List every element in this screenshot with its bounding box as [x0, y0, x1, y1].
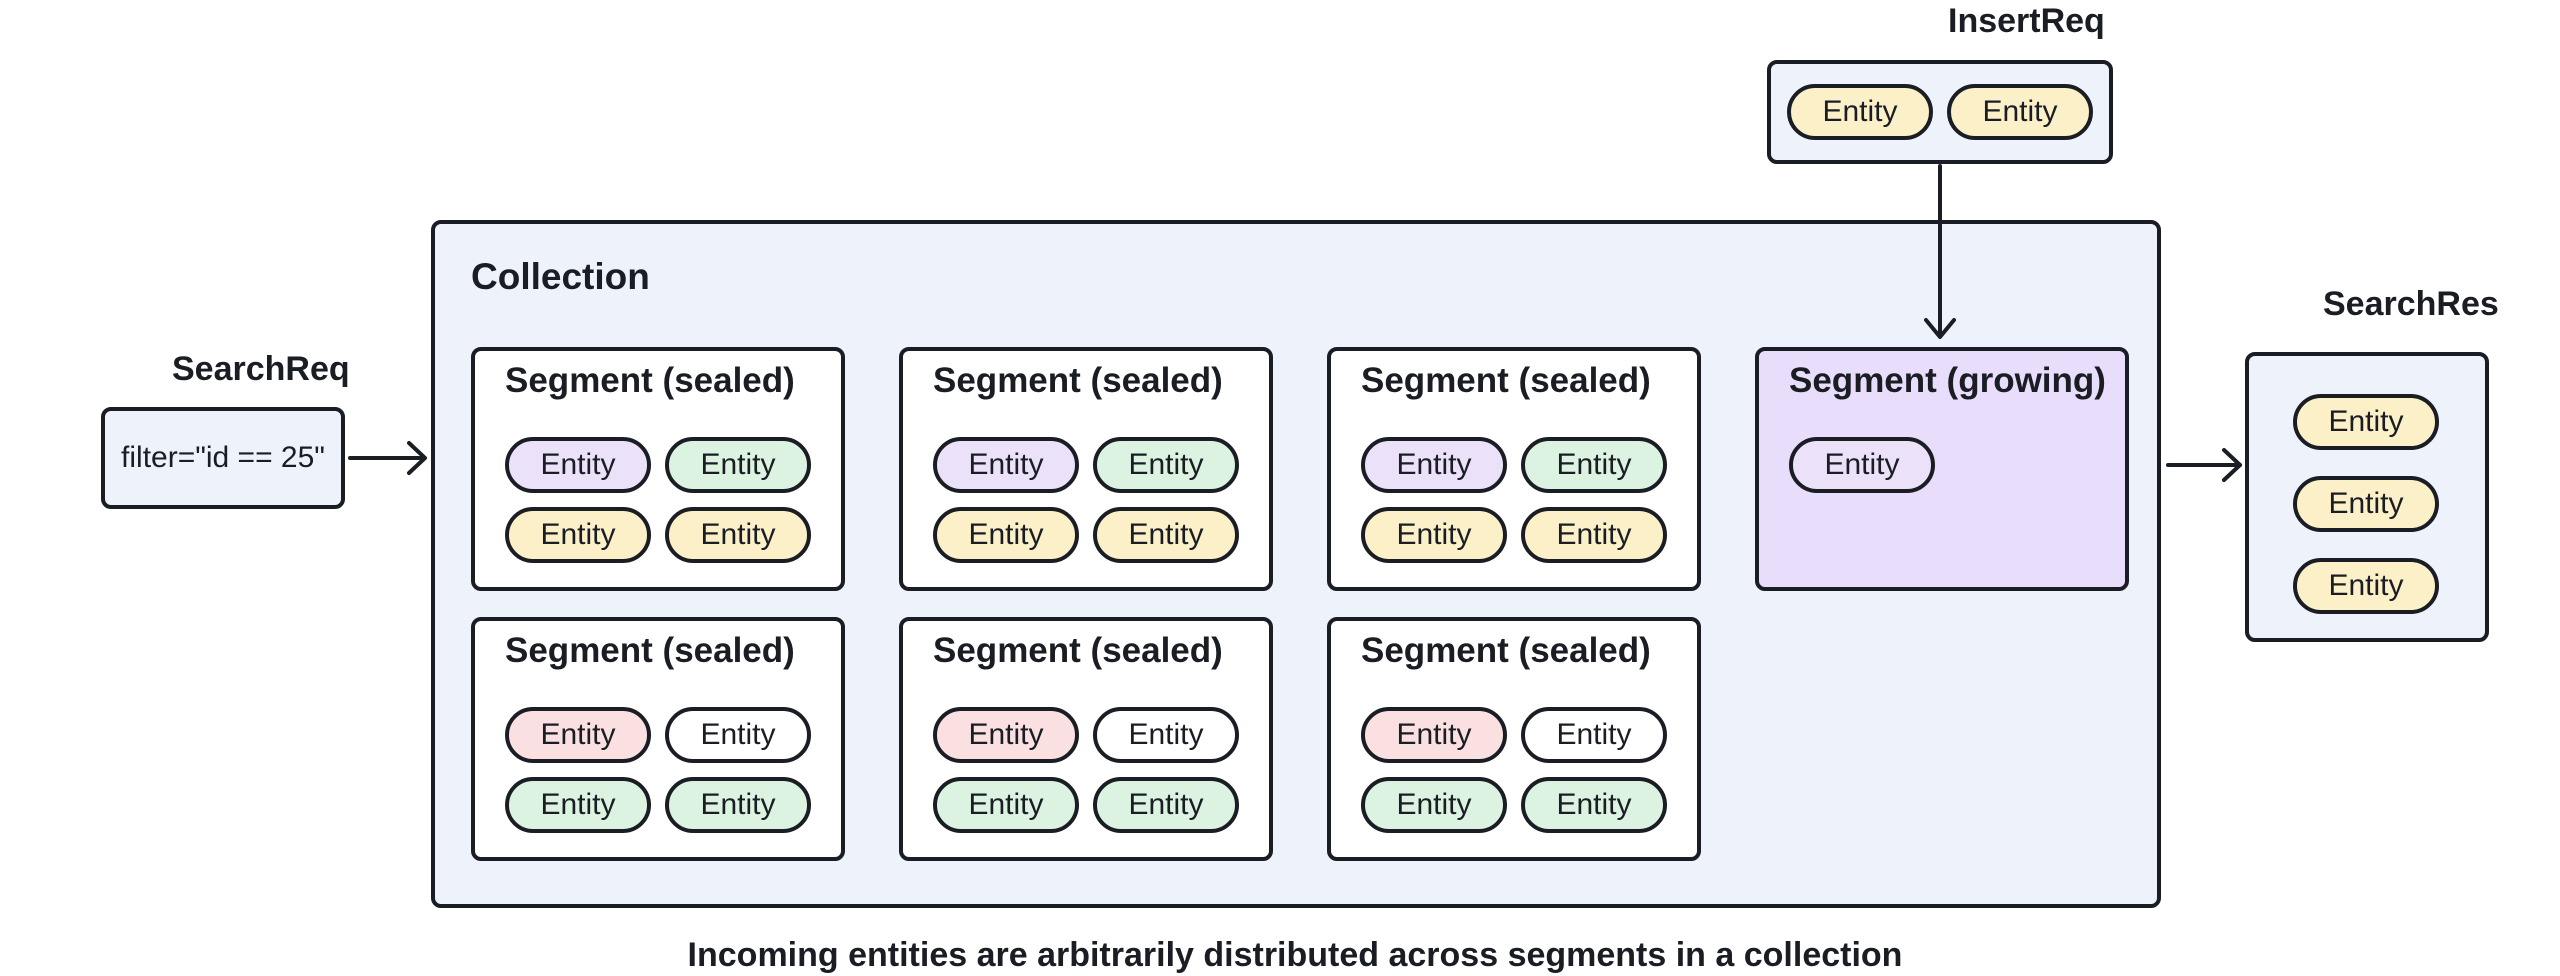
caption: Incoming entities are arbitrarily distri…	[687, 936, 1903, 974]
entity-pill: Entity	[1521, 777, 1667, 833]
entity-pill: Entity	[933, 707, 1079, 763]
segment-title: Segment (sealed)	[505, 361, 795, 400]
entity-pill: Entity	[505, 707, 651, 763]
collection-title: Collection	[471, 256, 650, 297]
entity-pill: Entity	[1093, 777, 1239, 833]
insert-req-title: InsertReq	[1948, 2, 2105, 40]
entity-pill: Entity	[1521, 707, 1667, 763]
entity-pill: Entity	[1361, 777, 1507, 833]
segment-title: Segment (sealed)	[1361, 631, 1651, 670]
entity-pill: Entity	[665, 777, 811, 833]
filter-expression: filter="id == 25"	[121, 441, 325, 474]
segment-growing: Segment (growing) Entity	[1755, 347, 2129, 591]
entity-pill: Entity	[1093, 437, 1239, 493]
search-req-box: filter="id == 25"	[101, 407, 345, 509]
result-entity-pill: Entity	[2293, 558, 2439, 614]
entity-pill: Entity	[505, 507, 651, 563]
search-req-arrow-head	[407, 441, 427, 475]
entity-pill: Entity	[505, 437, 651, 493]
insert-arrow-head	[1924, 318, 1956, 339]
entity-pill: Entity	[1361, 437, 1507, 493]
entity-pill: Entity	[1093, 707, 1239, 763]
entity-pill: Entity	[1093, 507, 1239, 563]
search-req-title: SearchReq	[172, 350, 350, 388]
entity-pill: Entity	[1789, 437, 1935, 493]
entity-pill: Entity	[1361, 507, 1507, 563]
entity-pill: Entity	[933, 507, 1079, 563]
segment-title: Segment (sealed)	[505, 631, 795, 670]
entity-pill: Entity	[1521, 437, 1667, 493]
result-entity-pill: Entity	[2293, 476, 2439, 532]
insert-entity-pill: Entity	[1787, 84, 1933, 140]
segment-title: Segment (growing)	[1789, 361, 2106, 400]
entity-pill: Entity	[505, 777, 651, 833]
search-res-title: SearchRes	[2323, 285, 2499, 323]
entity-pill: Entity	[665, 507, 811, 563]
entity-pill: Entity	[665, 437, 811, 493]
result-entity-pill: Entity	[2293, 394, 2439, 450]
entity-pill: Entity	[933, 437, 1079, 493]
insert-req-box: Entity Entity	[1767, 60, 2113, 164]
entity-pill: Entity	[933, 777, 1079, 833]
segment-title: Segment (sealed)	[933, 361, 1223, 400]
entity-pill: Entity	[665, 707, 811, 763]
segment-title: Segment (sealed)	[1361, 361, 1651, 400]
insert-entity-pill: Entity	[1947, 84, 2093, 140]
entity-pill: Entity	[1521, 507, 1667, 563]
search-res-arrow-head	[2222, 448, 2242, 482]
search-res-box: Entity Entity Entity	[2245, 352, 2489, 642]
segment-title: Segment (sealed)	[933, 631, 1223, 670]
entity-pill: Entity	[1361, 707, 1507, 763]
